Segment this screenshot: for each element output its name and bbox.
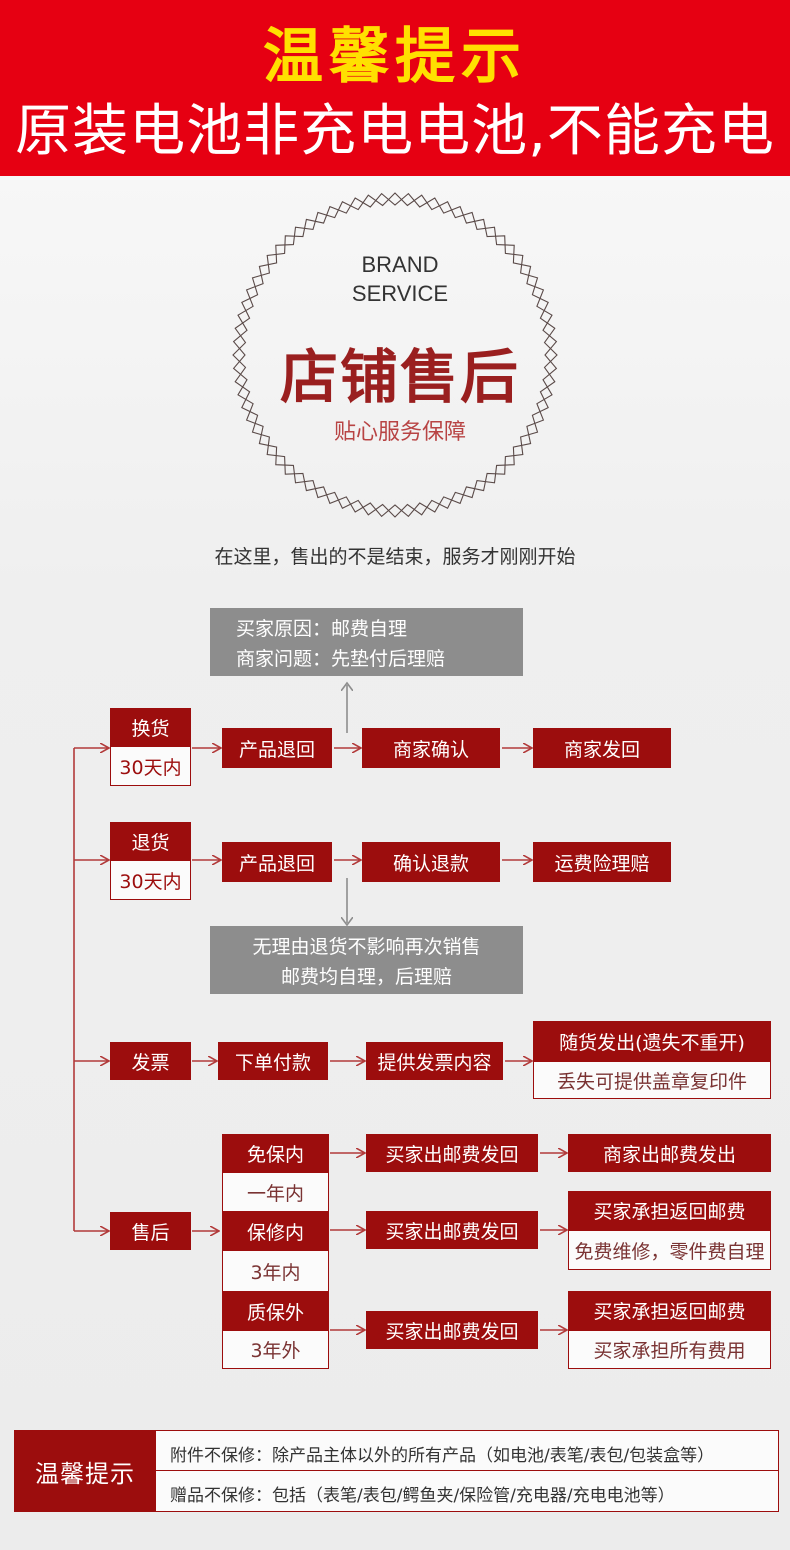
- tier-2-label: 保修内: [222, 1212, 329, 1250]
- tier-3-label: 质保外: [222, 1292, 329, 1330]
- invoice-result: 随货发出(遗失不重开): [533, 1021, 771, 1061]
- seal-title: 店铺售后: [279, 343, 520, 411]
- tier-1-period: 一年内: [222, 1172, 329, 1212]
- tips-line-2: 赠品不保修：包括（表笔/表包/鳄鱼夹/保险管/充电器/充电电池等）: [170, 1486, 675, 1506]
- invoice-step-1: 下单付款: [218, 1042, 328, 1080]
- after-sales-label: 售后: [110, 1212, 191, 1250]
- brand-line-2: SERVICE: [351, 281, 449, 306]
- tier-2-step: 买家出邮费发回: [366, 1211, 538, 1249]
- note-return: 无理由退货不影响再次销售 邮费均自理，后理赔: [210, 926, 523, 994]
- invoice-label: 发票: [110, 1042, 191, 1080]
- return-step-1: 产品退回: [222, 842, 332, 882]
- brand-service-label: BRAND SERVICE: [280, 250, 520, 308]
- tier-2-period: 3年内: [222, 1250, 329, 1292]
- exchange-step-2: 商家确认: [362, 728, 500, 768]
- banner-title: 温馨提示: [263, 22, 527, 92]
- top-banner: [0, 0, 790, 176]
- note-exchange: 买家原因：邮费自理 商家问题：先垫付后理赔: [210, 608, 523, 676]
- return-step-3: 运费险理赔: [533, 842, 671, 882]
- tier-3-result: 买家承担返回邮费: [568, 1291, 771, 1330]
- tier-1-step: 买家出邮费发回: [366, 1134, 538, 1172]
- tier-3-result-note: 买家承担所有费用: [568, 1330, 771, 1369]
- tier-2-result: 买家承担返回邮费: [568, 1191, 771, 1230]
- tier-1-result: 商家出邮费发出: [568, 1134, 771, 1172]
- exchange-step-1: 产品退回: [222, 728, 332, 768]
- return-step-2: 确认退款: [362, 842, 500, 882]
- invoice-result-note: 丢失可提供盖章复印件: [533, 1061, 771, 1099]
- note-exchange-line-1: 买家原因：邮费自理: [236, 618, 408, 640]
- exchange-label: 换货: [110, 708, 191, 746]
- exchange-period: 30天内: [110, 746, 191, 786]
- tier-3-step: 买家出邮费发回: [366, 1311, 538, 1349]
- tier-1-label: 免保内: [222, 1134, 329, 1172]
- tips-label: 温馨提示: [14, 1430, 156, 1512]
- invoice-step-2: 提供发票内容: [366, 1042, 503, 1080]
- tier-3-period: 3年外: [222, 1330, 329, 1369]
- note-return-line-1: 无理由退货不影响再次销售: [252, 936, 481, 958]
- return-period: 30天内: [110, 860, 191, 900]
- tagline: 在这里，售出的不是结束，服务才刚刚开始: [214, 546, 576, 568]
- exchange-step-3: 商家发回: [533, 728, 671, 768]
- tier-2-result-note: 免费维修，零件费自理: [568, 1230, 771, 1270]
- note-return-line-2: 邮费均自理，后理赔: [280, 966, 452, 988]
- tips-line-1: 附件不保修：除产品主体以外的所有产品（如电池/表笔/表包/包装盒等）: [170, 1446, 715, 1466]
- note-exchange-line-2: 商家问题：先垫付后理赔: [236, 648, 446, 670]
- seal-subtitle: 贴心服务保障: [333, 420, 466, 445]
- brand-line-1: BRAND: [361, 252, 439, 277]
- banner-subtitle: 原装电池非充电电池,不能充电: [15, 99, 775, 164]
- return-label: 退货: [110, 822, 191, 860]
- tips-divider: [156, 1470, 779, 1471]
